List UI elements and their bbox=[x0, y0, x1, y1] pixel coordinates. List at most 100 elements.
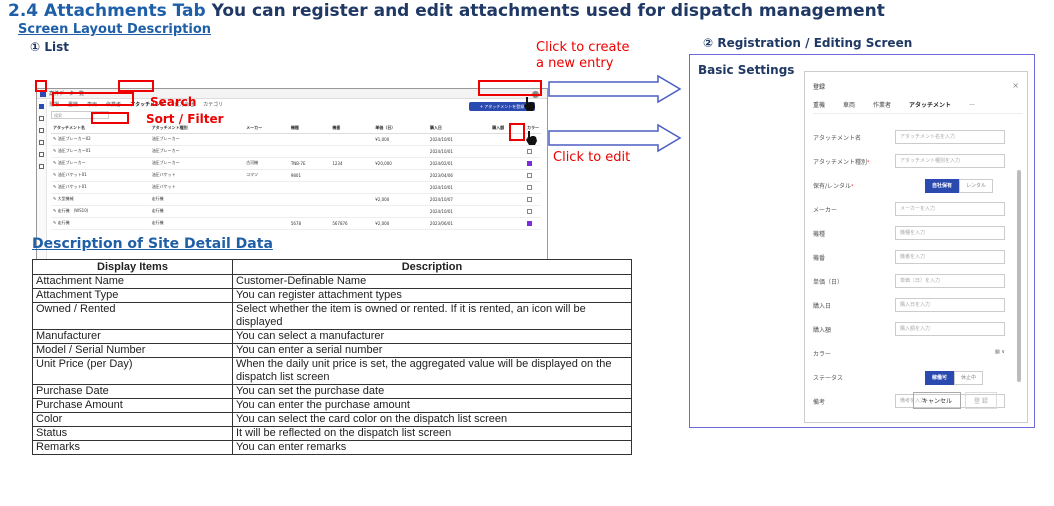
form-input[interactable]: 単価（日）を入力 bbox=[895, 274, 1005, 288]
item-description: You can enter remarks bbox=[232, 440, 632, 455]
column-header[interactable]: アタッチメント名 bbox=[51, 123, 150, 134]
toggle-option[interactable]: 自社保有 bbox=[925, 179, 960, 193]
register-button[interactable]: 登 録 bbox=[965, 392, 997, 409]
form-row: ステータス稼働可休止中 bbox=[813, 370, 1009, 385]
column-header[interactable]: アタッチメント種別 bbox=[149, 123, 245, 134]
table-cell bbox=[244, 217, 289, 230]
dialog-tab[interactable]: ··· bbox=[969, 102, 975, 109]
table-cell: 油圧バケット bbox=[149, 181, 245, 194]
registration-heading: ② Registration / Editing Screen bbox=[703, 36, 913, 50]
nav-tab[interactable]: カテゴリ bbox=[203, 102, 224, 108]
table-cell bbox=[525, 157, 541, 170]
column-header[interactable]: 購入日 bbox=[427, 123, 491, 134]
toggle-option[interactable]: 休止中 bbox=[954, 371, 984, 385]
toggle-option[interactable]: レンタル bbox=[959, 179, 994, 193]
table-cell: 油圧ブレーカー bbox=[149, 157, 245, 170]
create-callout-line1: Click to create bbox=[536, 40, 630, 55]
table-cell bbox=[490, 217, 525, 230]
table-cell bbox=[288, 133, 331, 146]
display-item: Model / Serial Number bbox=[32, 343, 233, 358]
form-input[interactable]: アタッチメント名を入力 bbox=[895, 130, 1005, 144]
form-row: カラー ▧ ∨ bbox=[813, 346, 1009, 360]
form-input[interactable]: 機番を入力 bbox=[895, 250, 1005, 264]
display-item: Attachment Name bbox=[32, 274, 233, 289]
owned-rented-toggle[interactable]: 自社保有レンタル bbox=[925, 179, 994, 193]
display-item: Owned / Rented bbox=[32, 302, 233, 330]
form-input[interactable]: 購入日を入力 bbox=[895, 298, 1005, 312]
tab-highlight bbox=[118, 80, 154, 92]
sidebar-calendar-icon[interactable] bbox=[39, 116, 44, 121]
table-cell: ¥20,000 bbox=[373, 157, 428, 170]
description-table: Display Items Description Attachment Nam… bbox=[32, 259, 632, 455]
table-cell bbox=[490, 145, 525, 158]
attachment-table: アタッチメント名アタッチメント種別メーカー機種機番単価（日）購入日購入額カラー … bbox=[51, 123, 541, 230]
sidebar-list-icon[interactable] bbox=[39, 104, 44, 109]
display-item: Attachment Type bbox=[32, 288, 233, 303]
close-icon[interactable]: × bbox=[1012, 81, 1019, 90]
item-description: Select whether the item is owned or rent… bbox=[232, 302, 632, 330]
sidebar-grid-icon[interactable] bbox=[39, 140, 44, 145]
form-input[interactable]: 購入額を入力 bbox=[895, 322, 1005, 336]
section-subtitle: You can register and edit attachments us… bbox=[211, 1, 885, 21]
item-description: It will be reflected on the dispatch lis… bbox=[232, 426, 632, 441]
dialog-tab[interactable]: 重機 bbox=[813, 102, 826, 109]
dialog-tab[interactable]: アタッチメント bbox=[909, 102, 952, 109]
table-cell: 2024/02/01 bbox=[427, 157, 491, 170]
field-label: カラー bbox=[813, 351, 832, 358]
table-cell: 2023/06/01 bbox=[427, 217, 491, 230]
form-input[interactable]: 備考を入力 bbox=[895, 394, 1005, 408]
form-input[interactable]: 機種を入力 bbox=[895, 226, 1005, 240]
table-cell: 走行機 bbox=[149, 205, 245, 218]
dialog-scrollbar[interactable] bbox=[1017, 170, 1021, 382]
table-cell bbox=[373, 181, 428, 194]
column-header[interactable]: 単価（日） bbox=[373, 123, 428, 134]
column-header[interactable]: 購入額 bbox=[490, 123, 525, 134]
table-cell: ✎ 油圧ブレーカー01 bbox=[51, 145, 150, 158]
field-label: 機番 bbox=[813, 255, 826, 262]
toggle-option[interactable]: 稼働可 bbox=[925, 371, 955, 385]
dialog-tab[interactable]: 車両 bbox=[843, 102, 856, 109]
sidebar-settings-icon[interactable] bbox=[39, 164, 44, 169]
table-cell bbox=[244, 145, 289, 158]
nav-tab[interactable]: 協力会社 bbox=[174, 102, 195, 108]
column-header[interactable]: 機番 bbox=[330, 123, 374, 134]
color-picker-icon[interactable]: ▧ ∨ bbox=[995, 349, 1005, 355]
form-row: 単価（日）単価（日）を入力 bbox=[813, 274, 1009, 288]
search-input[interactable]: 検索 bbox=[51, 111, 109, 119]
column-header[interactable]: 機種 bbox=[288, 123, 331, 134]
table-cell bbox=[490, 133, 525, 146]
cancel-button[interactable]: キャンセル bbox=[913, 392, 962, 409]
form-input[interactable]: メーカーを入力 bbox=[895, 202, 1005, 216]
field-label: 購入日 bbox=[813, 303, 832, 310]
page-title: 2.4 Attachments Tab You can register and… bbox=[8, 1, 885, 21]
table-cell bbox=[490, 157, 525, 170]
status-toggle[interactable]: 稼働可休止中 bbox=[925, 371, 984, 385]
dialog-tab[interactable]: 作業者 bbox=[873, 102, 892, 109]
sidebar-doc-icon[interactable] bbox=[39, 152, 44, 157]
column-header[interactable]: カラー bbox=[525, 123, 541, 134]
table-cell bbox=[330, 133, 374, 146]
sidebar-calendar-2-icon[interactable] bbox=[39, 128, 44, 133]
table-cell bbox=[373, 145, 428, 158]
sidebar bbox=[37, 100, 47, 265]
form-input[interactable]: アタッチメント種別を入力 bbox=[895, 154, 1005, 168]
table-cell: ✎ 油圧ブレーカー02 bbox=[51, 133, 150, 146]
add-attachment-button[interactable]: + アタッチメントを登録 bbox=[469, 102, 535, 111]
table-cell bbox=[490, 181, 525, 194]
table-cell: ✎ 油圧バケット01 bbox=[51, 181, 150, 194]
app-topbar: 案件データ一覧 bbox=[37, 89, 547, 99]
column-header[interactable]: メーカー bbox=[244, 123, 289, 134]
color-swatch-icon bbox=[527, 148, 532, 154]
nav-tab[interactable]: アタッチメント bbox=[130, 102, 166, 108]
edit-callout: Click to edit bbox=[553, 150, 631, 165]
